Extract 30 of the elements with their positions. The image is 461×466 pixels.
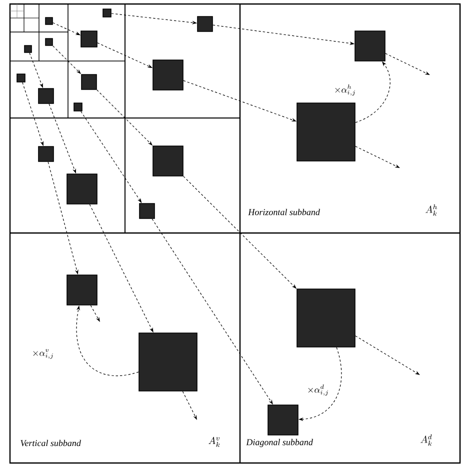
coefficient-block [45,17,53,25]
edge-label: $\times\alpha_{i,j}^{d}$ [306,384,330,396]
coefficient-block [139,203,155,219]
coefficient-block [138,332,198,392]
coefficient-block [81,74,97,90]
coefficient-block [66,174,98,204]
coefficient-block [152,146,184,176]
subband-title: Horizontal subband [248,208,320,216]
edge-label: $\times\alpha_{i,j}^{v}$ [31,348,55,360]
subband-symbol: $A_{k}^{v}$ [208,436,220,447]
coefficient-block [268,404,298,436]
coefficient-block [74,102,82,112]
coefficient-block [24,45,32,53]
subband-symbol: $A_{k}^{h}$ [426,204,438,216]
coefficient-block [16,74,26,82]
coefficient-block [152,60,184,90]
coefficient-block [102,8,112,18]
coefficient-block [38,146,54,162]
coefficient-block [80,30,98,48]
coefficient-block [354,30,386,62]
subband-title: Vertical subband [20,440,81,446]
coefficient-block [197,16,213,32]
subband-symbol: $A_{k}^{d}$ [420,434,432,446]
coefficient-block [296,288,356,348]
coefficient-block [66,274,98,306]
coefficient-block [296,102,356,162]
edge-label: $\times\alpha_{i,j}^{h}$ [333,84,357,96]
arrow [355,336,420,375]
coefficient-block [38,88,54,104]
coefficient-block [45,38,53,46]
